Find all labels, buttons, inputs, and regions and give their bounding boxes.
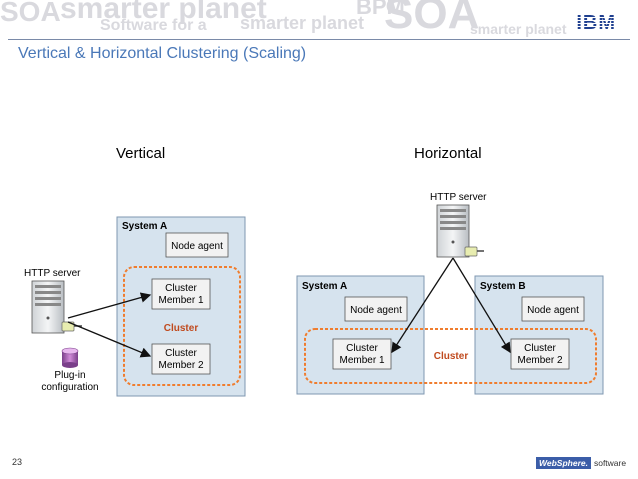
system-a-box: [296, 275, 425, 395]
system-b-label: System B: [480, 281, 526, 292]
cluster-member-1: [332, 338, 392, 370]
system-b-box: [474, 275, 604, 395]
member2-line1: Cluster: [524, 343, 556, 354]
vertical-heading: Vertical: [116, 145, 166, 162]
node-agent-a-box: [344, 296, 408, 322]
member1-line1: Cluster: [165, 283, 197, 294]
cluster-label: Cluster: [164, 323, 199, 334]
node-agent-a-label: Node agent: [350, 305, 402, 316]
page-number: 23: [12, 457, 23, 467]
page-title: Vertical & Horizontal Clustering (Scalin…: [18, 45, 307, 62]
member2-line1: Cluster: [165, 348, 197, 359]
cluster-member-2: [510, 338, 570, 370]
ibm-logo: IBM: [576, 12, 616, 34]
member2-line2: Member 2: [158, 360, 203, 371]
plugin-label-1: Plug-in: [54, 370, 85, 381]
banner-word: smarter planet: [470, 21, 567, 37]
horizontal-diagram: HTTP server System A Node agent System B…: [296, 192, 604, 395]
node-agent-b-box: [521, 296, 585, 322]
banner-word: BPM: [356, 0, 405, 19]
arrow-to-member-1: [67, 292, 152, 319]
banner-word: SOA: [384, 0, 480, 38]
system-a-label: System A: [122, 221, 167, 232]
http-server-icon: [31, 280, 82, 334]
http-server-label: HTTP server: [430, 192, 487, 203]
member1-line2: Member 1: [158, 295, 203, 306]
database-icon: [61, 347, 79, 368]
http-server-label: HTTP server: [24, 268, 81, 279]
cluster-member-2: [151, 343, 211, 375]
arrow-to-member-2: [452, 257, 511, 354]
banner-word: smarter planet: [240, 13, 365, 33]
node-agent-box: [165, 232, 229, 258]
brand-suffix: software: [593, 457, 627, 468]
member2-line2: Member 2: [517, 355, 562, 366]
member1-line1: Cluster: [346, 343, 378, 354]
brand-name: WebSphere.: [536, 456, 591, 469]
node-agent-b-label: Node agent: [527, 305, 579, 316]
member1-line2: Member 1: [339, 355, 384, 366]
vertical-diagram: HTTP server Plug-in configuration System…: [24, 216, 246, 397]
arrow-to-member-1: [391, 257, 454, 354]
arrow-to-member-2: [67, 321, 152, 358]
header-banner: smarter planet SOA smarter planet BPM SO…: [0, 0, 638, 42]
cluster-label: Cluster: [434, 351, 469, 362]
node-agent-label: Node agent: [171, 241, 223, 252]
banner-word: smarter planet: [60, 0, 267, 25]
websphere-logo: WebSphere. software: [536, 456, 626, 469]
header-rule: [8, 39, 630, 40]
cluster-boundary: [304, 328, 597, 384]
cluster-member-1: [151, 278, 211, 310]
system-a-label: System A: [302, 281, 347, 292]
http-server-icon: [436, 204, 484, 258]
plugin-label-2: configuration: [41, 382, 98, 393]
banner-word: Software for a: [100, 17, 207, 34]
horizontal-heading: Horizontal: [414, 145, 482, 162]
cluster-boundary: [123, 266, 241, 386]
banner-word: SOA: [0, 0, 61, 27]
